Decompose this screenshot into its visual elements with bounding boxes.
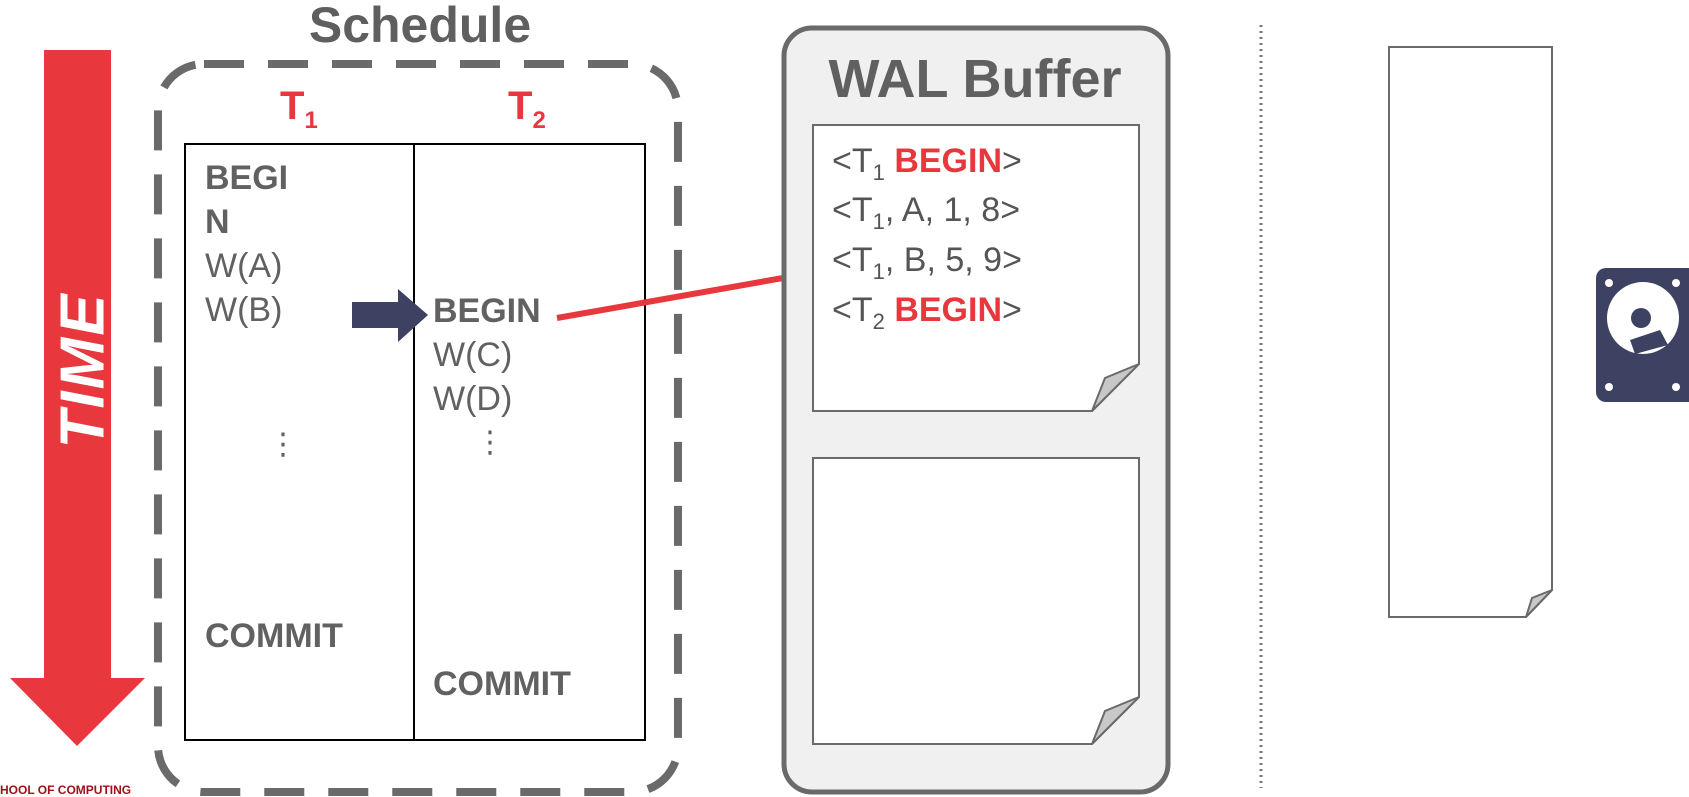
disk-log-page — [1388, 46, 1553, 618]
wal-log-page-2 — [812, 457, 1140, 745]
schedule-title: Schedule — [270, 0, 570, 54]
wal-entry-2: <T1, A, 1, 8> — [832, 191, 1021, 234]
wal-entry-3: <T1, B, 5, 9> — [832, 241, 1022, 284]
t1-ellipsis: ⋮ — [268, 428, 298, 461]
t1-begin-line2: N — [205, 203, 230, 241]
t2-operations: BEGIN W(C) W(D) — [433, 289, 541, 421]
t2-commit: COMMIT — [433, 665, 571, 703]
t2-ellipsis: ⋮ — [475, 426, 505, 459]
t1-operations: BEGI N W(A) W(B) — [205, 156, 288, 332]
time-arrow-icon — [10, 50, 145, 746]
wal-entry-4: <T2 BEGIN> — [832, 291, 1022, 334]
t2-write-d: W(D) — [433, 380, 513, 418]
t1-write-a: W(A) — [205, 247, 283, 285]
t1-header: T1 — [280, 84, 318, 134]
current-step-pointer-icon — [352, 289, 428, 342]
hard-disk-icon — [1596, 268, 1689, 402]
t2-write-c: W(C) — [433, 336, 513, 374]
wal-log-page-1 — [812, 124, 1140, 412]
t1-write-b: W(B) — [205, 291, 283, 329]
t1-begin-line1: BEGI — [205, 159, 289, 197]
t2-header: T2 — [508, 84, 546, 134]
t2-begin: BEGIN — [433, 292, 541, 330]
wal-entry-1: <T1 BEGIN> — [832, 142, 1022, 185]
t1-commit: COMMIT — [205, 617, 343, 655]
time-axis-label: TIME — [48, 291, 118, 449]
wal-buffer-title: WAL Buffer — [828, 49, 1122, 109]
footer-school-label: HOOL OF COMPUTING — [0, 783, 132, 797]
schedule-frame — [154, 60, 682, 796]
schedule-table — [184, 143, 646, 741]
